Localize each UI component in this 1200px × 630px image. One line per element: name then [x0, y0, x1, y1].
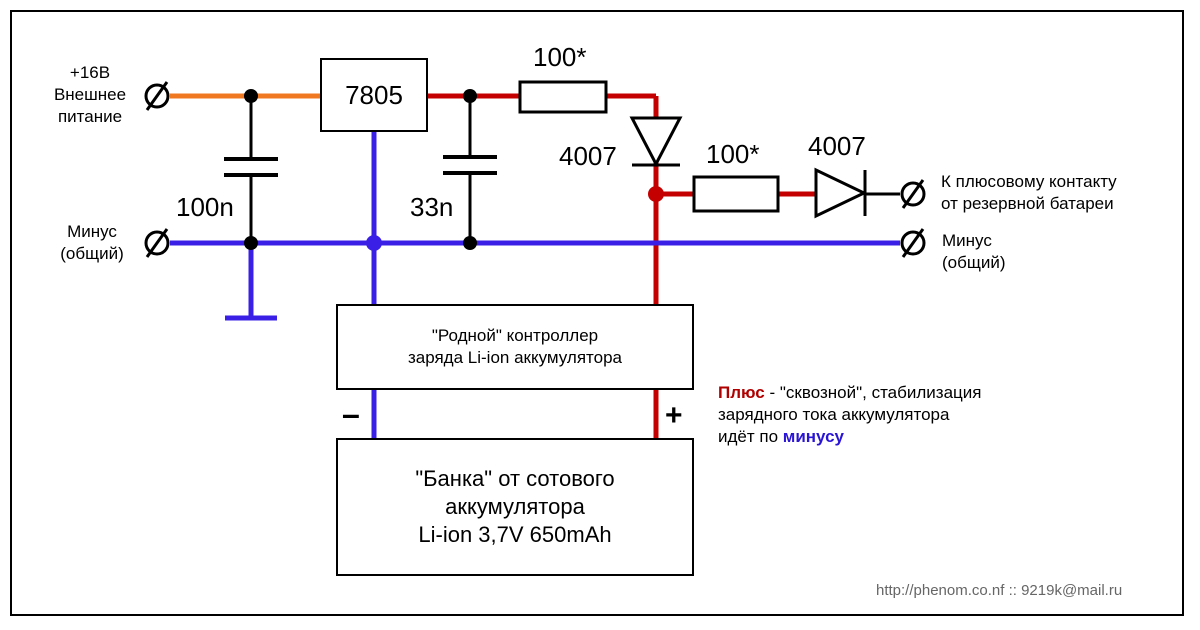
minus-left-line1: Минус — [67, 222, 117, 241]
cap-output-value: 33n — [410, 192, 454, 222]
input-line1: Внешнее — [53, 85, 127, 104]
input-voltage: +16В — [69, 63, 111, 82]
battery-line2: аккумулятора — [445, 494, 585, 519]
junction-minus-cap2 — [463, 236, 477, 250]
minus-left-label: Минус (общий) — [44, 221, 140, 265]
terminal-input — [144, 81, 170, 111]
resistor-top-symbol — [518, 80, 608, 114]
credit-line: http://phenom.co.nf :: 9219k@mail.ru — [876, 582, 1123, 599]
diagram-frame — [10, 10, 1184, 616]
input-line2: питание — [57, 107, 123, 126]
terminal-minus-right — [900, 228, 926, 258]
resistor-top-value: 100* — [533, 42, 587, 72]
polarity-minus-sign: – — [342, 396, 360, 432]
note-line3-start: идёт по — [718, 427, 783, 446]
battery-cell-box: "Банка" от сотового аккумулятора Li-ion … — [336, 438, 694, 576]
capacitor-100n-symbol — [224, 157, 278, 177]
output-label: К плюсовому контакту от резервной батаре… — [941, 171, 1117, 215]
note-line2: зарядного тока аккумулятора — [718, 405, 950, 424]
polarity-note: Плюс - "сквозной", стабилизация зарядног… — [718, 382, 981, 448]
input-voltage-label: +16В Внешнее питание — [40, 62, 140, 128]
output-line2: от резервной батареи — [941, 194, 1114, 213]
regulator-label: 7805 — [345, 80, 403, 110]
terminal-output — [900, 179, 926, 209]
junction-output-cap — [463, 89, 477, 103]
diode-vertical-symbol — [629, 116, 683, 168]
controller-line2: заряда Li-ion аккумулятора — [407, 348, 623, 367]
note-minus-word: минусу — [782, 427, 845, 446]
diode-vertical-value: 4007 — [559, 141, 617, 171]
diode-output-value: 4007 — [808, 131, 866, 161]
minus-left-line2: (общий) — [60, 244, 124, 263]
minus-right-line1: Минус — [942, 231, 992, 250]
minus-right-line2: (общий) — [942, 253, 1006, 272]
junction-plus-diode — [648, 186, 664, 202]
battery-line3: Li-ion 3,7V 650mAh — [418, 522, 612, 547]
charge-controller-box: "Родной" контроллер заряда Li-ion аккуму… — [336, 304, 694, 390]
junction-minus-regulator — [366, 235, 382, 251]
controller-line1: "Родной" контроллер — [431, 326, 599, 345]
battery-line1: "Банка" от сотового — [415, 466, 615, 491]
terminal-minus-left — [144, 228, 170, 258]
junction-input-cap — [244, 89, 258, 103]
cap-input-value: 100n — [176, 192, 234, 222]
note-plus-word: Плюс — [718, 383, 765, 402]
polarity-plus-sign: + — [665, 399, 683, 432]
note-line1: Плюс - "сквозной", стабилизация — [718, 382, 981, 404]
minus-wires — [170, 132, 900, 438]
note-line3: идёт по минусу — [718, 426, 981, 448]
capacitor-33n-symbol — [443, 155, 497, 175]
minus-right-label: Минус (общий) — [942, 230, 1006, 274]
diode-output-symbol — [814, 167, 868, 219]
output-line1: К плюсовому контакту — [941, 172, 1117, 191]
note-line1-rest: - "сквозной", стабилизация — [764, 383, 982, 402]
regulator-7805: 7805 — [320, 58, 428, 132]
junction-minus-cap1 — [244, 236, 258, 250]
resistor-mid-value: 100* — [706, 139, 760, 169]
resistor-mid-symbol — [692, 175, 780, 213]
